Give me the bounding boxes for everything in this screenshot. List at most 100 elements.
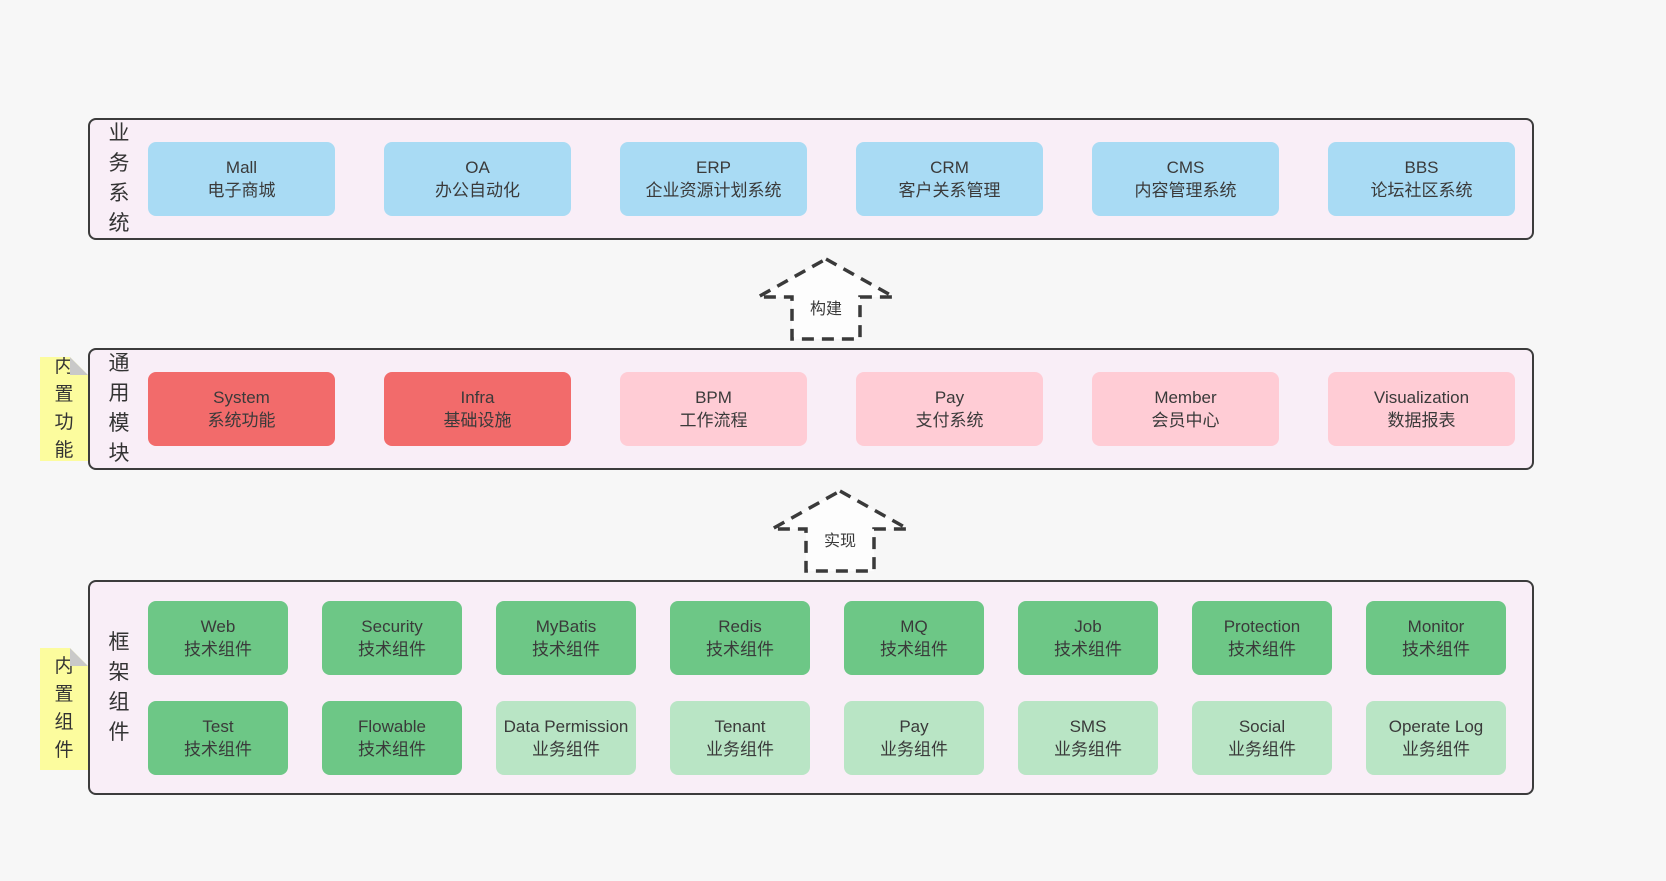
box-subtitle: 技术组件 [880, 639, 948, 659]
vertical-label-char: 置 [54, 684, 74, 705]
vertical-label-char: 件 [108, 720, 130, 744]
box-title: CMS [1166, 158, 1205, 177]
box-title: Web [200, 616, 236, 636]
box-subtitle: 业务组件 [706, 739, 774, 759]
box-infra: Infra 基础设施 [384, 372, 571, 446]
vertical-label-char: 通 [108, 352, 130, 375]
box-subtitle: 内容管理系统 [1134, 181, 1237, 200]
box-subtitle: 技术组件 [358, 739, 426, 759]
box-title: SMS [1069, 716, 1107, 736]
vertical-label-char: 组 [54, 712, 74, 733]
vertical-label-char: 组 [108, 690, 130, 714]
box-pay: Pay 支付系统 [856, 372, 1043, 446]
box-title: Operate Log [1388, 716, 1484, 736]
box-subtitle: 业务组件 [532, 739, 600, 759]
box-title: Pay [934, 388, 965, 407]
vertical-label-char: 系 [108, 182, 130, 205]
box-web: Web 技术组件 [148, 600, 288, 675]
panel-framework-components-label: 框架组件 [90, 582, 148, 793]
box-title: Pay [899, 716, 929, 736]
box-subtitle: 技术组件 [184, 739, 252, 759]
box-subtitle: 数据报表 [1387, 411, 1456, 430]
implement-arrow: 实现 [770, 489, 910, 573]
box-subtitle: 工作流程 [679, 411, 748, 430]
box-title: Flowable [357, 716, 427, 736]
box-subtitle: 技术组件 [358, 639, 426, 659]
box-subtitle: 基础设施 [443, 411, 512, 430]
vertical-label-char: 业 [108, 122, 130, 145]
box-system: System 系统功能 [148, 372, 335, 446]
box-flowable: Flowable 技术组件 [322, 700, 462, 775]
box-redis: Redis 技术组件 [670, 600, 810, 675]
box-subtitle: 支付系统 [915, 411, 984, 430]
box-subtitle: 业务组件 [1054, 739, 1122, 759]
box-title: Social [1238, 716, 1286, 736]
box-subtitle: 技术组件 [1054, 639, 1122, 659]
box-cms: CMS 内容管理系统 [1092, 142, 1279, 216]
box-title: Visualization [1373, 388, 1470, 407]
box-operate-log: Operate Log 业务组件 [1366, 700, 1506, 775]
box-subtitle: 业务组件 [1228, 739, 1296, 759]
box-title: ERP [696, 158, 731, 177]
box-subtitle: 技术组件 [184, 639, 252, 659]
box-subtitle: 技术组件 [1402, 639, 1470, 659]
box-title: Protection [1223, 616, 1301, 636]
box-subtitle: 业务组件 [1402, 739, 1470, 759]
vertical-label-char: 块 [108, 442, 130, 465]
vertical-label-char: 内 [54, 356, 74, 377]
box-test: Test 技术组件 [148, 700, 288, 775]
box-subtitle: 系统功能 [207, 411, 276, 430]
vertical-label-char: 置 [54, 384, 74, 405]
panel-common-modules-label: 通用模块 [90, 350, 148, 468]
vertical-label-char: 框 [108, 630, 130, 654]
box-subtitle: 电子商城 [207, 181, 276, 200]
box-title: Data Permission [503, 716, 629, 736]
box-social: Social 业务组件 [1192, 700, 1332, 775]
box-visualization: Visualization 数据报表 [1328, 372, 1515, 446]
vertical-label-char: 件 [54, 740, 74, 761]
builtin-components-sticky-note: 内置组件 [40, 648, 88, 770]
box-title: Security [361, 616, 423, 636]
box-subtitle: 技术组件 [1228, 639, 1296, 659]
box-subtitle: 技术组件 [532, 639, 600, 659]
box-mall: Mall 电子商城 [148, 142, 335, 216]
box-title: MQ [900, 616, 928, 636]
box-job: Job 技术组件 [1018, 600, 1158, 675]
box-title: System [213, 388, 270, 407]
box-data-permission: Data Permission 业务组件 [496, 700, 636, 775]
box-title: Job [1074, 616, 1102, 636]
box-protection: Protection 技术组件 [1192, 600, 1332, 675]
implement-arrow-label: 实现 [820, 527, 860, 551]
build-arrow-label: 构建 [806, 295, 846, 319]
box-title: Monitor [1407, 616, 1465, 636]
box-mq: MQ 技术组件 [844, 600, 984, 675]
box-tenant: Tenant 业务组件 [670, 700, 810, 775]
box-title: Infra [460, 388, 495, 407]
box-subtitle: 客户关系管理 [898, 181, 1001, 200]
vertical-label-char: 架 [108, 660, 130, 684]
vertical-label-char: 模 [108, 412, 130, 435]
vertical-label-char: 务 [108, 152, 130, 175]
box-subtitle: 论坛社区系统 [1370, 181, 1473, 200]
vertical-label-char: 功 [54, 412, 74, 433]
box-title: Test [202, 716, 234, 736]
box-subtitle: 技术组件 [706, 639, 774, 659]
box-sms: SMS 业务组件 [1018, 700, 1158, 775]
box-subtitle: 业务组件 [880, 739, 948, 759]
box-title: Redis [718, 616, 762, 636]
box-title: Mall [225, 158, 258, 177]
vertical-label-char: 统 [108, 212, 130, 235]
box-title: Tenant [714, 716, 766, 736]
